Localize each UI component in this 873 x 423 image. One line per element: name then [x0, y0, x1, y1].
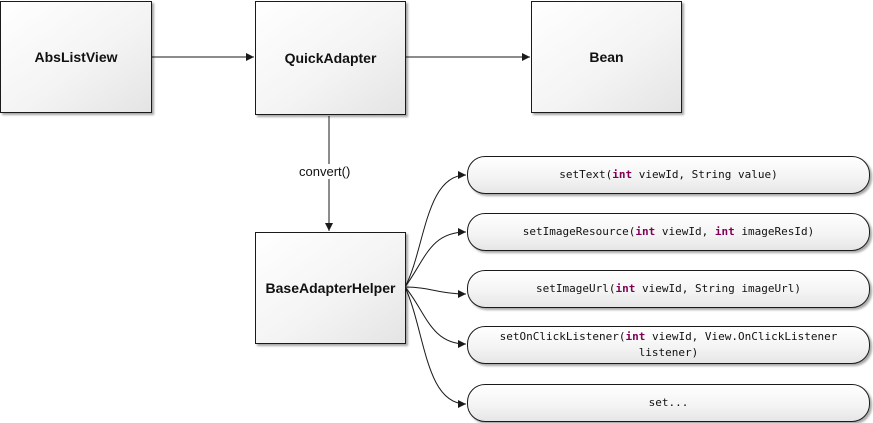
node-baseadapterhelper: BaseAdapterHelper: [255, 232, 406, 344]
method-setimageurl: setImageUrl(int viewId, String imageUrl): [467, 270, 870, 308]
method-setimageresource-text: setImageResource(int viewId, int imageRe…: [522, 225, 815, 238]
node-abslistview: AbsListView: [0, 1, 152, 113]
node-baseadapterhelper-label: BaseAdapterHelper: [265, 280, 396, 296]
method-set-more: set...: [467, 384, 870, 422]
method-settext-text: setText(int viewId, String value): [559, 168, 778, 181]
method-setimageurl-text: setImageUrl(int viewId, String imageUrl): [536, 282, 801, 295]
edge-label-convert: convert(): [297, 164, 353, 179]
node-bean: Bean: [531, 1, 682, 113]
arrow-helper-to-settext: [404, 171, 467, 288]
method-set-more-text: set...: [648, 396, 689, 409]
method-setonclicklistener: setOnClickListener(int viewId, View.OnCl…: [467, 326, 870, 364]
arrow-helper-to-set-more: [404, 286, 467, 408]
method-settext: setText(int viewId, String value): [467, 156, 870, 194]
method-setimageresource: setImageResource(int viewId, int imageRe…: [467, 213, 870, 251]
node-quickadapter-label: QuickAdapter: [284, 50, 377, 66]
method-setonclicklistener-text: setOnClickListener(int viewId, View.OnCl…: [499, 330, 838, 359]
arrow-helper-to-setimageresource: [404, 228, 467, 288]
node-quickadapter: QuickAdapter: [255, 1, 406, 115]
arrow-helper-to-setonclicklistener: [404, 286, 467, 348]
node-bean-label: Bean: [589, 49, 624, 65]
node-abslistview-label: AbsListView: [34, 49, 118, 65]
arrow-helper-to-setimageurl: [404, 286, 467, 298]
